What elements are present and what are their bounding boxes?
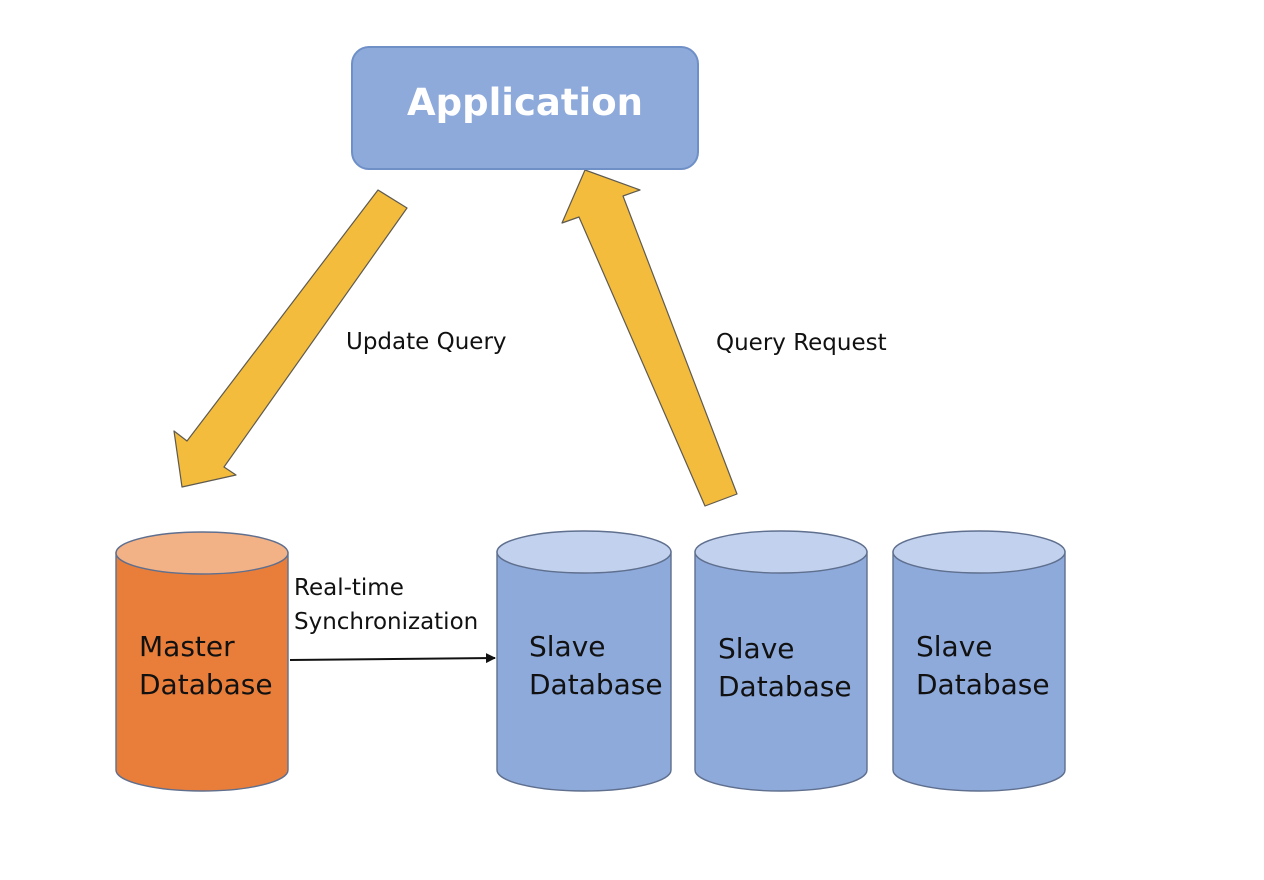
slave-database-label-line2: Database	[916, 668, 1050, 701]
query-request-arrow	[561, 169, 738, 507]
slave-database-cylinder	[496, 530, 672, 792]
slave-database-label-line2: Database	[529, 668, 663, 701]
sync-arrow	[289, 653, 496, 664]
update-query-arrow	[173, 189, 408, 488]
update-query-label: Update Query	[346, 329, 507, 355]
master-database-cylinder	[115, 531, 289, 792]
slave-database-label-line1: Slave	[529, 630, 606, 663]
slave-database-label-line1: Slave	[718, 632, 795, 665]
sync-label-line2: Synchronization	[294, 609, 479, 635]
query-request-label: Query Request	[716, 330, 887, 356]
application-box: Application	[351, 46, 699, 170]
slave-database-label-line2: Database	[718, 670, 852, 703]
sync-label-line1: Real-time	[294, 575, 404, 601]
slave-database-cylinder	[892, 530, 1066, 792]
master-database-label-line2: Database	[139, 668, 273, 701]
slave-database-cylinder	[694, 530, 868, 792]
slave-database-label-line1: Slave	[916, 630, 993, 663]
master-database-label-line1: Master	[139, 630, 235, 663]
application-title: Application	[406, 80, 643, 124]
